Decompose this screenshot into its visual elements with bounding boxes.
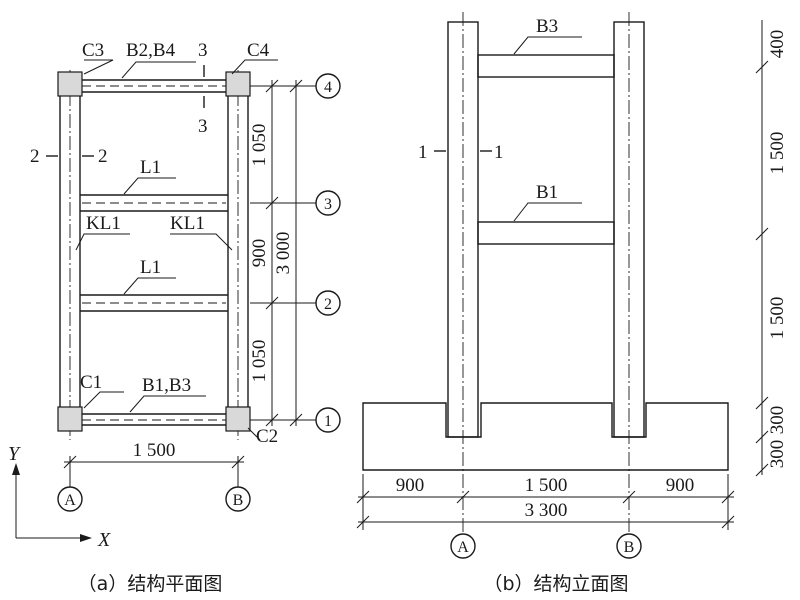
tick — [356, 515, 370, 529]
tick — [721, 515, 735, 529]
tick — [289, 79, 303, 93]
label-b3: B3 — [536, 16, 558, 37]
axis-label-a: A — [64, 492, 76, 509]
elevation-caption: （b）结构立面图 — [483, 573, 628, 595]
dim-1050-top: 1 050 — [249, 124, 270, 167]
leader-c3 — [83, 59, 114, 75]
tick — [755, 227, 769, 241]
axis-label-a-elev: A — [457, 539, 469, 556]
dim-3300: 3 300 — [525, 500, 568, 521]
axis-bubble-b — [225, 486, 251, 512]
dim-300-top: 300 — [767, 406, 788, 435]
leader-b1 — [513, 202, 582, 222]
label-c3: C3 — [82, 40, 104, 61]
axis-label-3: 3 — [324, 196, 332, 213]
label-section-2-right: 2 — [98, 146, 108, 167]
axis-bubble-b-elev — [616, 533, 642, 559]
tick — [622, 490, 636, 504]
leader-l1-top — [123, 177, 176, 195]
dim-900-left: 900 — [396, 475, 425, 496]
tick — [231, 455, 245, 469]
structure-plan: 1 050 900 1 050 3 000 4 3 2 1 C3 B2,B4 C… — [8, 40, 341, 595]
label-l1-top: L1 — [140, 157, 161, 178]
structure-elevation: B3 B1 1 1 400 1 500 1 500 300 300 900 1 … — [356, 12, 788, 595]
plan-caption: （a）结构平面图 — [78, 573, 223, 595]
tick — [63, 455, 77, 469]
leader-b3 — [513, 36, 582, 55]
axis-label-b-elev: B — [624, 539, 635, 556]
axis-bubble-a — [57, 486, 83, 512]
label-l1-bottom: L1 — [140, 257, 161, 278]
dim-3000: 3 000 — [273, 232, 294, 275]
label-section-3-bottom: 3 — [198, 116, 208, 137]
dim-900: 900 — [249, 239, 270, 268]
leader-kl1-left — [75, 233, 130, 251]
label-section-1-left: 1 — [418, 142, 428, 163]
label-b1b3: B1,B3 — [142, 375, 191, 396]
x-arrow-head — [80, 534, 92, 542]
leader-l1-bottom — [123, 277, 176, 295]
label-b1: B1 — [536, 182, 558, 203]
dim-900-right: 900 — [666, 475, 695, 496]
dim-1500-elev-bottom: 1 500 — [767, 297, 788, 340]
label-c4: C4 — [247, 40, 270, 61]
label-c2: C2 — [256, 426, 278, 447]
dim-1500-elev-top: 1 500 — [767, 132, 788, 175]
tick — [721, 490, 735, 504]
tick — [265, 196, 279, 210]
tick — [755, 430, 769, 444]
leader-kl1-right — [170, 233, 233, 251]
axis-label-b: B — [233, 492, 244, 509]
foundation — [362, 402, 729, 471]
leader-c4 — [231, 59, 278, 75]
dim-1500-plan: 1 500 — [133, 440, 176, 461]
label-c1: C1 — [80, 372, 102, 393]
leader-c2 — [247, 427, 261, 441]
y-arrow-head — [12, 463, 20, 475]
tick — [755, 396, 769, 410]
tick — [356, 490, 370, 504]
tick — [289, 413, 303, 427]
axis-bubble-a-elev — [450, 533, 476, 559]
label-kl1-left: KL1 — [86, 213, 121, 234]
tick — [265, 413, 279, 427]
label-kl1-right: KL1 — [170, 213, 205, 234]
column-c4 — [225, 71, 251, 97]
axis-bubble-2 — [315, 290, 341, 316]
leader-c1 — [83, 391, 124, 409]
coord-y-label: Y — [8, 443, 21, 465]
axis-label-1: 1 — [324, 413, 332, 430]
beam-b1-elev — [477, 221, 615, 245]
axis-bubble-4 — [315, 73, 341, 99]
beam-b3-elev — [477, 54, 615, 78]
column-c3 — [57, 71, 83, 97]
label-section-1-right: 1 — [494, 142, 504, 163]
dim-300-bottom: 300 — [767, 440, 788, 469]
tick — [755, 60, 769, 74]
tick — [456, 490, 470, 504]
dim-1050-bottom: 1 050 — [249, 340, 270, 383]
axis-bubble-3 — [315, 190, 341, 216]
dim-400: 400 — [767, 30, 788, 59]
dim-1500-elev: 1 500 — [525, 475, 568, 496]
leader-b2b4 — [121, 61, 196, 79]
axis-bubble-1 — [315, 407, 341, 433]
tick — [265, 79, 279, 93]
leader-b1b3 — [129, 395, 206, 413]
coord-x-label: X — [97, 529, 111, 551]
tick — [265, 296, 279, 310]
label-section-3-top: 3 — [198, 40, 208, 61]
tick — [755, 463, 769, 477]
column-c1 — [57, 406, 83, 432]
axis-label-2: 2 — [324, 296, 332, 313]
axis-label-4: 4 — [324, 79, 332, 96]
label-section-2-left: 2 — [30, 146, 40, 167]
column-c2 — [225, 406, 251, 432]
label-b2b4: B2,B4 — [126, 40, 176, 61]
